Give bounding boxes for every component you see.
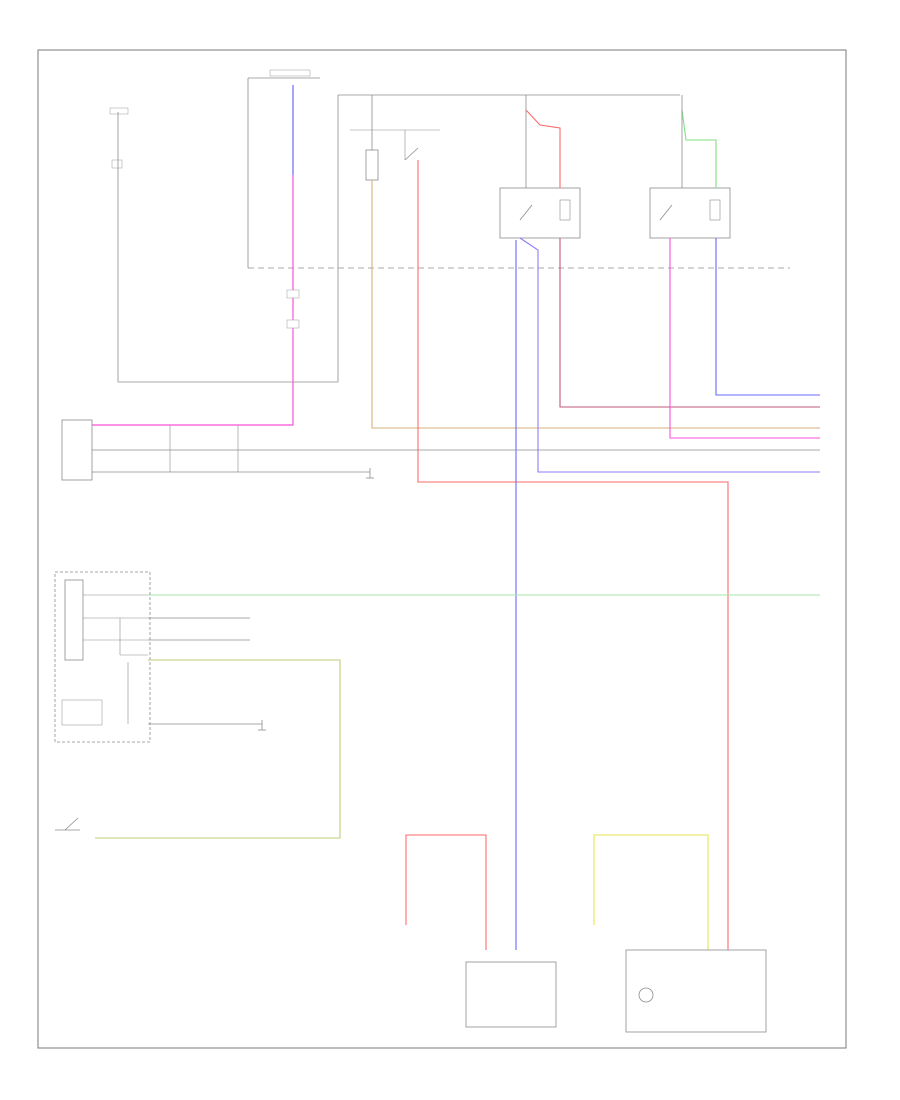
page-frame xyxy=(37,49,847,1049)
ground-symbol-bcm xyxy=(366,468,374,479)
green-wire-relay-right xyxy=(681,109,717,188)
red-wire-long xyxy=(417,160,729,950)
blue-wire-mid xyxy=(519,237,820,473)
fuse-feed-left xyxy=(109,107,338,383)
right-headlight-relay xyxy=(649,187,731,239)
red-wire-left-lamp xyxy=(405,834,487,950)
yellow-wire-right-lamp xyxy=(593,834,709,950)
left-combination-lamp xyxy=(465,961,557,1028)
ground-symbol-cluster xyxy=(258,720,266,731)
blue-wire-relay-right xyxy=(715,238,820,396)
olive-wire xyxy=(95,659,341,839)
pink-wire-relay-right xyxy=(669,238,820,439)
pink-wire-main xyxy=(92,175,294,426)
red-wire-relay-output xyxy=(559,238,820,408)
instrument-cluster xyxy=(54,571,151,743)
right-combination-lamp xyxy=(625,949,767,1033)
red-wire-relay-left xyxy=(525,109,561,188)
parking-brake-switch xyxy=(55,817,80,831)
tan-wire xyxy=(371,180,820,429)
left-headlight-relay xyxy=(499,187,581,239)
tail-relay xyxy=(350,95,440,181)
body-control-module xyxy=(61,419,93,481)
